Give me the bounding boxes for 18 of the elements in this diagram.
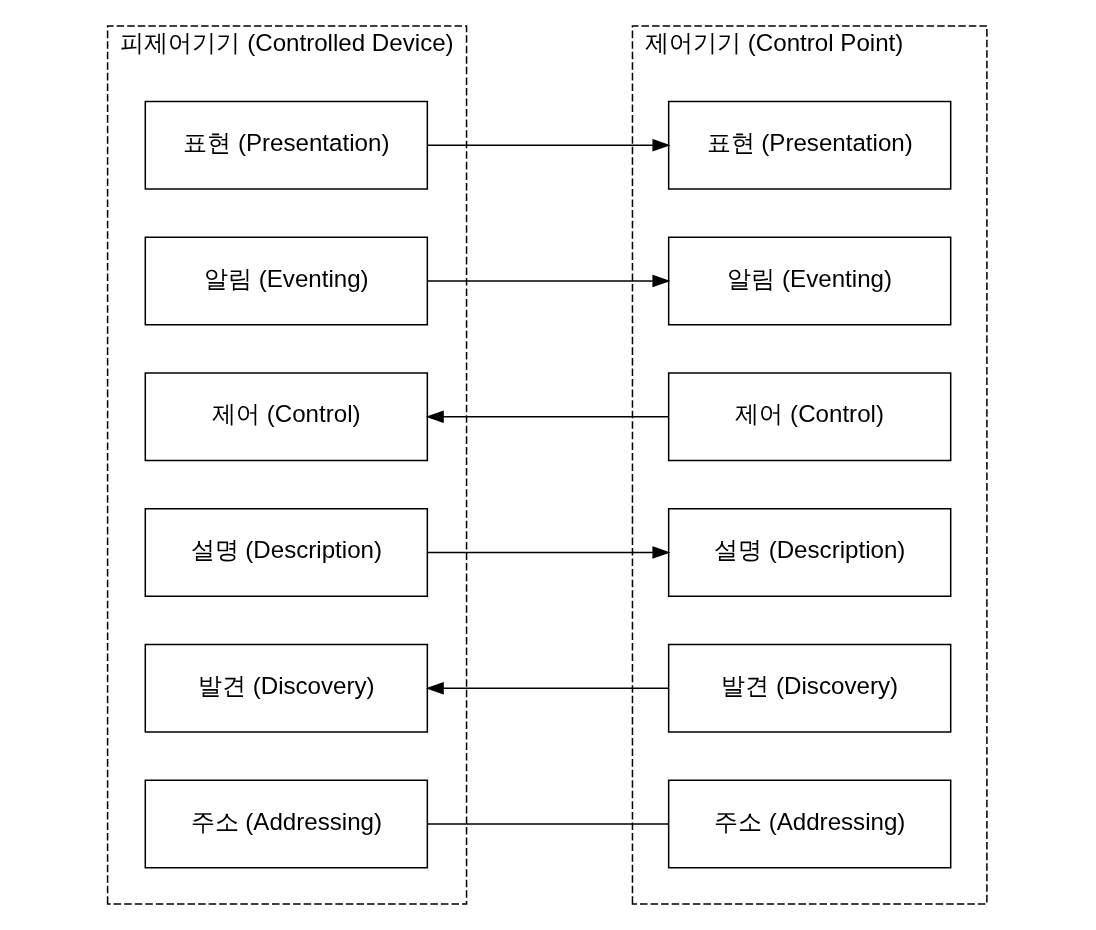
node-box: 주소 (Addressing) [667,779,952,869]
node-box: 발견 (Discovery) [144,643,429,733]
node-box: 주소 (Addressing) [144,779,429,869]
node-box: 제어 (Control) [667,372,952,462]
arrow [425,681,669,695]
node-box: 알림 (Eventing) [144,236,429,326]
arrow [427,138,671,152]
node-box: 알림 (Eventing) [667,236,952,326]
node-box: 발견 (Discovery) [667,643,952,733]
node-box: 설명 (Description) [144,508,429,597]
node-box: 표현 (Presentation) [144,100,429,190]
arrow [427,274,671,288]
node-box: 제어 (Control) [144,372,429,462]
arrow [427,546,671,559]
node-box: 표현 (Presentation) [667,100,952,190]
arrow [425,410,669,424]
node-box: 설명 (Description) [667,508,952,597]
connector [427,823,669,825]
